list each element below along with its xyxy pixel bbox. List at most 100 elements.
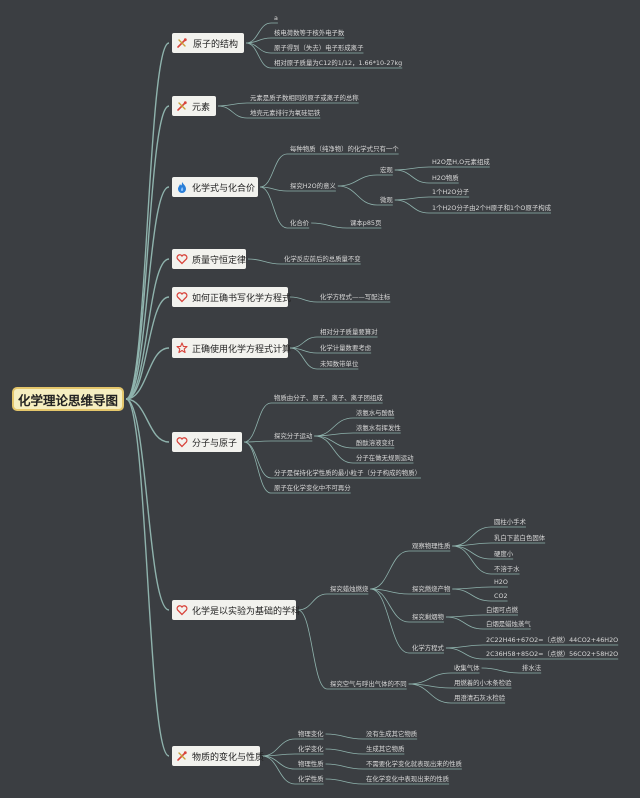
node-text[interactable]: CO2 bbox=[494, 592, 508, 600]
connector-line bbox=[125, 398, 170, 611]
node-text[interactable]: 未知数带单位 bbox=[320, 360, 359, 368]
node-text[interactable]: 1个H2O分子由2个H原子和1个O原子构成 bbox=[432, 204, 552, 212]
node-text[interactable]: 原子在化学变化中不可再分 bbox=[274, 484, 351, 492]
connector-line bbox=[370, 588, 451, 595]
node-text[interactable]: 化学方程式——写配注标 bbox=[320, 293, 391, 301]
node-text[interactable]: 探究剩烟物 bbox=[412, 613, 444, 621]
connector-line bbox=[217, 105, 321, 119]
root-node[interactable]: 化学理论思维导图 bbox=[12, 387, 124, 411]
node-text[interactable]: 课本p85页 bbox=[350, 219, 382, 227]
node-text[interactable]: 探究蜡烛燃烧 bbox=[330, 585, 369, 593]
node-text[interactable]: 用燃着的小木条检验 bbox=[454, 679, 512, 687]
node-text[interactable]: 观察物理性质 bbox=[412, 542, 451, 550]
star-icon bbox=[176, 341, 188, 355]
node-text[interactable]: 地壳元素排行为氧硅铝铁 bbox=[250, 109, 321, 117]
node-text[interactable]: 化学计量数要考虑 bbox=[320, 344, 372, 352]
node-text[interactable]: 宏观 bbox=[380, 166, 393, 174]
heart-icon bbox=[176, 603, 188, 617]
node-text[interactable]: 浓氨水与酚酞 bbox=[356, 409, 395, 417]
node-text[interactable]: 不溶于水 bbox=[494, 565, 520, 573]
node-text[interactable]: 圆柱小手术 bbox=[494, 518, 526, 526]
connector-line bbox=[261, 755, 324, 785]
node-text[interactable]: 2C36H58+85O2=（点燃）56CO2+58H2O bbox=[486, 650, 619, 658]
node-text[interactable]: 物质由分子、原子、离子、离子团组成 bbox=[274, 394, 383, 402]
connector-line bbox=[125, 398, 170, 757]
connector-line bbox=[370, 588, 444, 654]
node-text[interactable]: a bbox=[274, 14, 278, 22]
node-text[interactable]: 1个H2O分子 bbox=[432, 188, 470, 196]
node-text[interactable]: 生成其它物质 bbox=[366, 745, 405, 753]
node-text[interactable]: 收集气体 bbox=[454, 664, 480, 672]
node-text[interactable]: 探究H2O的意义 bbox=[290, 182, 336, 190]
node-text[interactable]: 酚酞溶液变红 bbox=[356, 439, 395, 447]
node-text[interactable]: 物理性质 bbox=[298, 760, 324, 768]
node-text[interactable]: 化学性质 bbox=[298, 775, 324, 783]
node-text[interactable]: H2O物质 bbox=[432, 174, 459, 182]
tools-icon bbox=[176, 36, 189, 50]
connector-line bbox=[445, 616, 531, 630]
node-text[interactable]: 相对原子质量为C12的1/12，1.66*10-27kg bbox=[274, 59, 403, 67]
node-text[interactable]: 不需要化学变化就表现出来的性质 bbox=[366, 760, 462, 768]
connector-line bbox=[297, 593, 369, 611]
node-text[interactable]: 探究燃烧产物 bbox=[412, 585, 451, 593]
node-text[interactable]: 白烟可点燃 bbox=[486, 606, 518, 614]
node-text[interactable]: 分子在做无规则运动 bbox=[356, 454, 414, 462]
connector-line bbox=[289, 347, 372, 354]
node-text[interactable]: H2O是H,O元素组成 bbox=[432, 158, 490, 166]
connector-line bbox=[243, 440, 313, 443]
topic-experiment-science[interactable]: 化学是以实验为基础的学科 bbox=[172, 600, 300, 620]
topic-write-equation[interactable]: 如何正确书写化学方程式 bbox=[172, 287, 291, 307]
node-text[interactable]: 元素是质子数相同的原子或离子的总称 bbox=[250, 94, 359, 102]
flame-icon bbox=[176, 180, 188, 194]
node-text[interactable]: 用澄清石灰水检验 bbox=[454, 694, 506, 702]
node-text[interactable]: 排水法 bbox=[522, 664, 542, 672]
connector-line bbox=[243, 402, 383, 443]
connector-line bbox=[445, 647, 619, 660]
node-text[interactable]: 分子是保持化学性质的最小粒子（分子构成的物质） bbox=[274, 469, 421, 477]
node-text[interactable]: H2O bbox=[494, 578, 508, 586]
node-text[interactable]: 化学变化 bbox=[298, 745, 324, 753]
topic-change-property[interactable]: 物质的变化与性质 bbox=[172, 746, 264, 766]
node-text[interactable]: 白烟是蜡烛蒸气 bbox=[486, 620, 531, 628]
node-text[interactable]: 化合价 bbox=[290, 219, 310, 227]
node-text[interactable]: 核电荷数等于核外电子数 bbox=[274, 29, 345, 37]
connector-line bbox=[314, 417, 395, 437]
node-text[interactable]: 化学反应前后的总质量不变 bbox=[284, 255, 361, 263]
topic-mass-conservation[interactable]: 质量守恒定律 bbox=[172, 249, 246, 269]
node-text[interactable]: 原子得到（失去）电子形成离子 bbox=[274, 44, 364, 52]
connector-line bbox=[125, 296, 170, 400]
node-text[interactable]: 化学方程式 bbox=[412, 644, 444, 652]
node-text[interactable]: 乳白下蓝白色固体 bbox=[494, 534, 546, 542]
topic-atom-structure[interactable]: 原子的结构 bbox=[172, 33, 244, 53]
topic-element[interactable]: 元素 bbox=[172, 96, 216, 116]
node-text[interactable]: 硬度小 bbox=[494, 550, 514, 558]
node-text[interactable]: 没有生成其它物质 bbox=[366, 730, 418, 738]
connector-line bbox=[337, 174, 393, 187]
connector-line bbox=[289, 296, 391, 303]
connector-line bbox=[297, 609, 407, 690]
topic-formula-valence[interactable]: 化学式与化合价 bbox=[172, 177, 258, 197]
connector-line bbox=[325, 748, 405, 755]
topic-equation-calculation[interactable]: 正确使用化学方程式计算 bbox=[172, 338, 291, 358]
topic-molecule-atom[interactable]: 分子与原子 bbox=[172, 432, 242, 452]
node-text[interactable]: 物理变化 bbox=[298, 730, 324, 738]
node-text[interactable]: 2C22H46+67O2=（点燃）44CO2+46H2O bbox=[486, 636, 619, 644]
node-text[interactable]: 浓氨水有挥发性 bbox=[356, 424, 401, 432]
heart-icon bbox=[176, 252, 188, 266]
connector-line bbox=[325, 733, 418, 740]
node-text[interactable]: 相对分子质量要算对 bbox=[320, 328, 378, 336]
connector-line bbox=[125, 347, 170, 400]
connector-line bbox=[452, 586, 508, 590]
node-text[interactable]: 探究分子运动 bbox=[274, 432, 313, 440]
node-text[interactable]: 在化学变化中表现出来的性质 bbox=[366, 775, 450, 783]
connector-line bbox=[125, 398, 170, 443]
node-text[interactable]: 探究空气与呼出气体的不同 bbox=[330, 680, 407, 688]
connector-line bbox=[125, 42, 170, 400]
connector-line bbox=[408, 683, 512, 689]
node-text[interactable]: 微观 bbox=[380, 196, 393, 204]
node-text[interactable]: 每种物质（纯净物）的化学式只有一个 bbox=[290, 145, 399, 153]
connector-line bbox=[259, 186, 310, 229]
tools-icon bbox=[176, 749, 188, 763]
